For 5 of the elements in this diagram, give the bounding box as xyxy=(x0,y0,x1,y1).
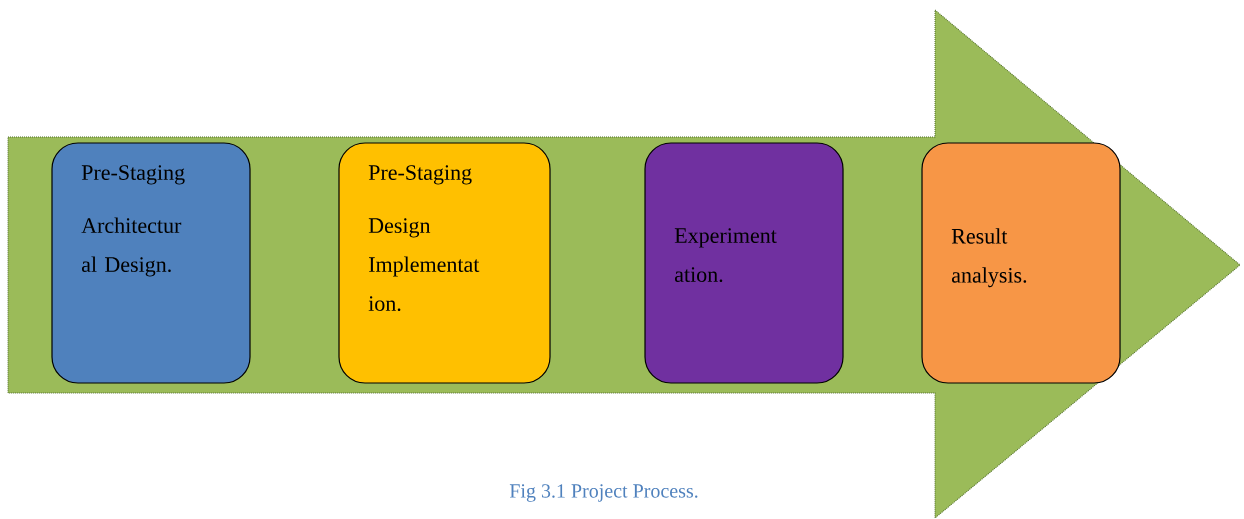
process-box: Experiment ation. xyxy=(644,142,844,384)
process-box: Pre-Staging Architectur al Design. xyxy=(51,142,251,384)
process-box: Result analysis. xyxy=(921,142,1121,384)
caption: Fig 3.1 Project Process. xyxy=(509,484,698,502)
process-box: Pre-Staging Design Implementat ion. xyxy=(338,142,551,384)
